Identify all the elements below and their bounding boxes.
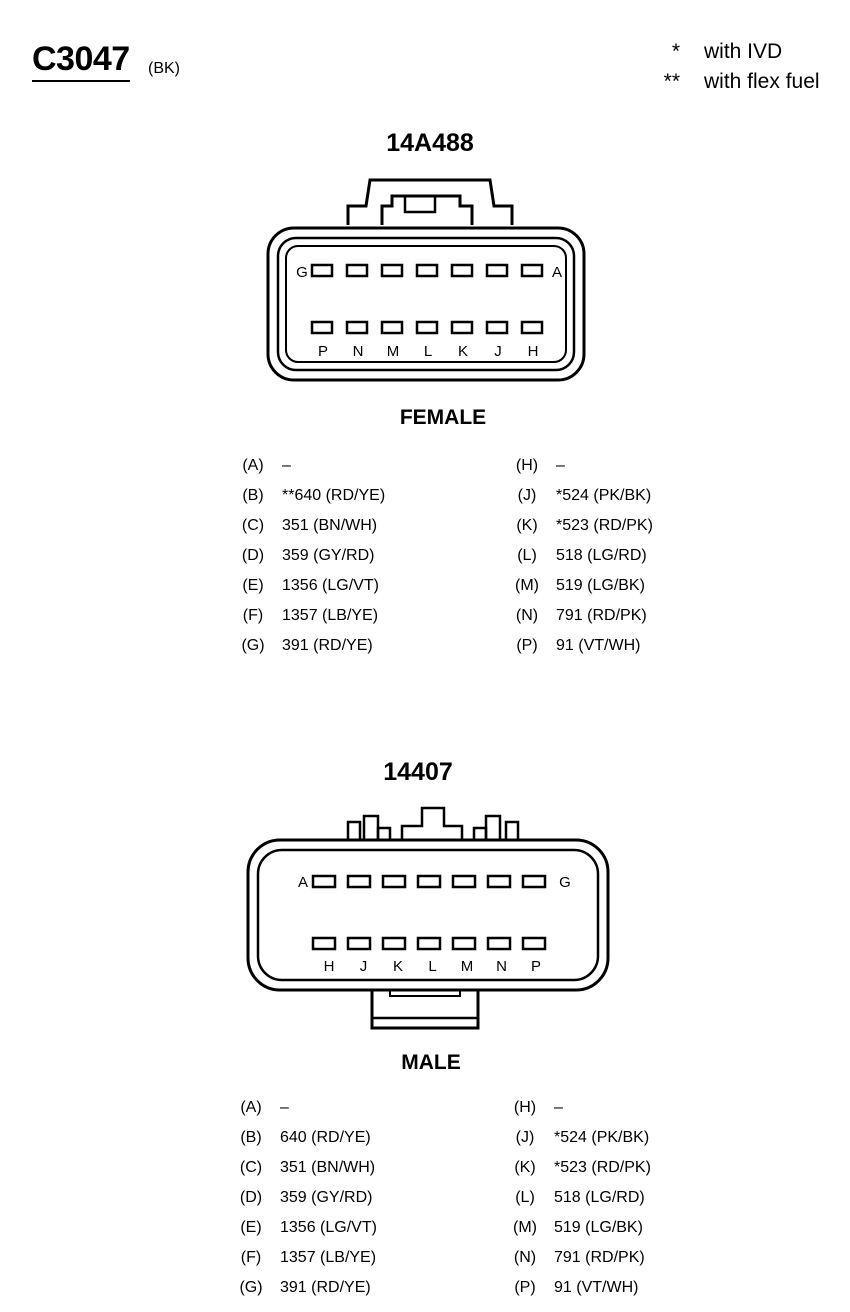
female-pin-label: N <box>353 343 364 360</box>
female-pin-cavity <box>345 320 369 335</box>
male-pin-cavity <box>486 936 512 951</box>
male-housing <box>246 838 610 992</box>
legend-text: with flex fuel <box>704 70 820 93</box>
female-pin-cavity <box>520 263 544 278</box>
male-pin-cavity <box>486 874 512 889</box>
male-latch <box>370 990 480 1030</box>
female-connector-drawing: G A P N M L K J H <box>266 178 586 382</box>
male-pin-table-right: (H)– (J)*524 (PK/BK) (K)*523 (RD/PK) (L)… <box>513 1099 651 1296</box>
male-connector-drawing: A G H J K L M N P <box>246 806 610 1030</box>
female-pin-cavity <box>380 320 404 335</box>
female-gender-label: FEMALE <box>399 406 487 429</box>
female-pin-cavity <box>485 263 509 278</box>
male-top-key <box>400 806 464 840</box>
male-pin-cavity <box>346 936 372 951</box>
female-pin-cavity <box>415 263 439 278</box>
female-pin-cavity <box>310 263 334 278</box>
male-pin-cavity <box>346 874 372 889</box>
female-pin-label: K <box>458 343 468 360</box>
legend-item: * with IVD <box>640 40 840 64</box>
male-top-tab <box>362 814 380 840</box>
male-top-tab <box>346 820 362 840</box>
male-pin-cavity <box>381 936 407 951</box>
female-pin-cavity <box>415 320 439 335</box>
male-part-number: 14407 <box>383 758 453 786</box>
female-pin-label-g: G <box>296 264 308 281</box>
female-pin-table-left: (A)– (B)**640 (RD/YE) (C)351 (BN/WH) (D)… <box>241 457 386 654</box>
male-pin-cavity <box>521 936 547 951</box>
female-pin-cavity <box>310 320 334 335</box>
male-pin-label: H <box>324 958 335 975</box>
male-pin-cavity <box>416 936 442 951</box>
female-pin-cavity <box>380 263 404 278</box>
male-pin-label: L <box>428 958 436 975</box>
male-pin-label: J <box>360 958 368 975</box>
female-latch <box>346 178 514 225</box>
male-top-tab <box>484 814 502 840</box>
male-pin-label: K <box>393 958 403 975</box>
female-pin-cavity <box>485 320 509 335</box>
legend-mark: * <box>671 40 680 63</box>
male-pin-label: P <box>531 958 541 975</box>
female-pin-cavity <box>450 263 474 278</box>
female-latch-inner <box>380 194 474 225</box>
female-housing-inner <box>276 236 576 372</box>
male-pin-label: M <box>461 958 474 975</box>
male-pin-cavity <box>451 936 477 951</box>
male-pin-table-left: (A)– (B)640 (RD/YE) (C)351 (BN/WH) (D)35… <box>239 1099 377 1296</box>
connector-id: C3047 <box>32 40 130 82</box>
legend-mark: ** <box>663 70 680 93</box>
female-pin-cavity <box>450 320 474 335</box>
legend-item: ** with flex fuel <box>640 70 840 94</box>
female-pin-label-a: A <box>552 264 562 281</box>
male-pin-cavity <box>311 936 337 951</box>
male-pin-label: N <box>496 958 507 975</box>
female-pin-table-right: (H)– (J)*524 (PK/BK) (K)*523 (RD/PK) (L)… <box>515 457 653 654</box>
male-pin-cavity <box>381 874 407 889</box>
male-pin-cavity <box>521 874 547 889</box>
male-pin-label-a: A <box>298 874 308 891</box>
female-pin-cavity <box>520 320 544 335</box>
male-housing-inner <box>256 848 600 982</box>
male-top-tab <box>504 820 520 840</box>
female-pin-label: J <box>494 343 502 360</box>
female-part-number: 14A488 <box>386 129 474 157</box>
male-pin-label-g: G <box>559 874 571 891</box>
male-pin-cavity <box>451 874 477 889</box>
female-pin-cavity <box>345 263 369 278</box>
male-pin-cavity <box>416 874 442 889</box>
female-pin-label: M <box>387 343 400 360</box>
male-gender-label: MALE <box>401 1051 461 1074</box>
female-pin-label: L <box>424 343 432 360</box>
female-pin-label: H <box>528 343 539 360</box>
legend-text: with IVD <box>704 40 783 63</box>
color-code: (BK) <box>148 60 180 77</box>
male-pin-cavity <box>311 874 337 889</box>
female-pin-label: P <box>318 343 328 360</box>
